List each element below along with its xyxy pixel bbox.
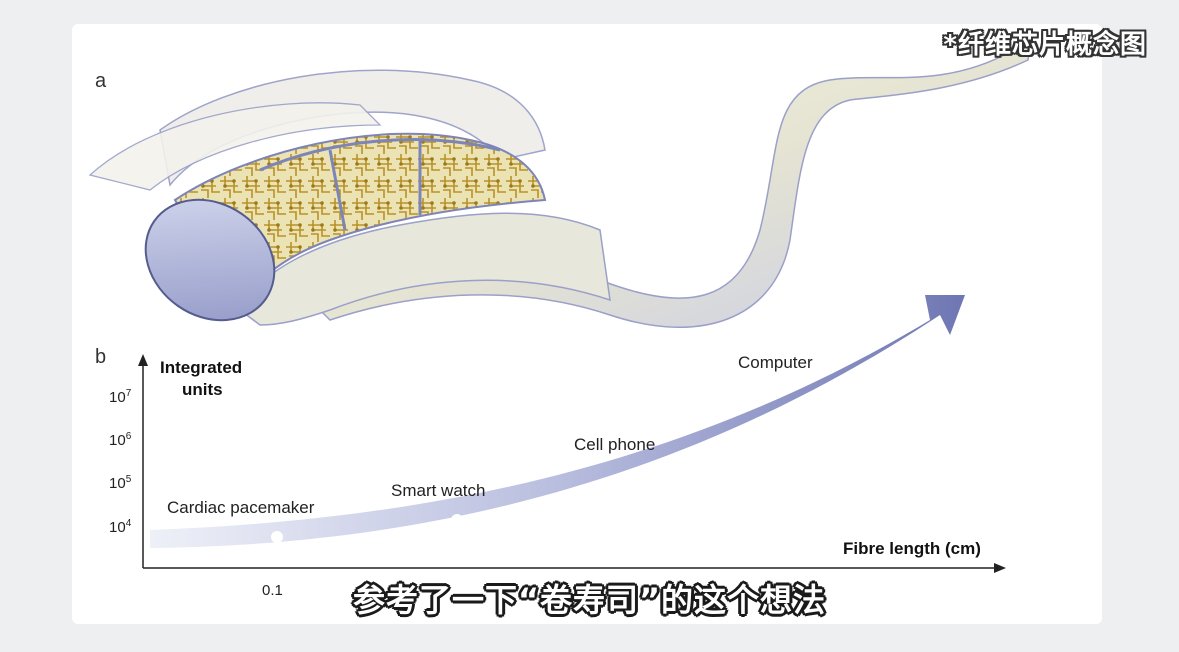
label-computer: Computer <box>738 353 813 372</box>
label-cell-phone: Cell phone <box>574 435 656 454</box>
y-axis-arrowhead <box>138 354 148 366</box>
label-cardiac-pacemaker: Cardiac pacemaker <box>167 498 315 517</box>
point-cell-phone <box>652 470 664 482</box>
fibre-outer-layer-2 <box>88 102 382 191</box>
y-axis-title-line-1: Integrated <box>160 358 243 377</box>
panel-b-label: b <box>95 346 107 368</box>
y-tick-10-5: 105 <box>109 474 132 492</box>
watermark-text: VERSITY <box>200 72 263 87</box>
y-axis-title-line-2: units <box>182 380 223 399</box>
point-cardiac-pacemaker <box>271 531 283 543</box>
point-smart-watch <box>451 514 463 526</box>
point-computer <box>835 383 847 395</box>
fibre-end-cap <box>144 198 276 322</box>
fibre-sheath <box>239 212 611 326</box>
y-tick-10-6: 106 <box>109 431 132 449</box>
y-axis-title: Integrated units <box>160 357 242 401</box>
y-tick-10-7: 107 <box>109 388 132 406</box>
top-caption: *纤维芯片概念图 <box>943 30 1147 60</box>
x-tick-0-1: 0.1 <box>262 582 283 599</box>
label-smart-watch: Smart watch <box>391 481 486 500</box>
x-axis-arrowhead <box>994 563 1006 573</box>
x-axis-title: Fibre length (cm) <box>843 539 981 558</box>
video-subtitle: 参考了一下“卷寿司”的这个想法 <box>352 581 827 619</box>
y-tick-10-4: 104 <box>109 518 132 536</box>
panel-a-label: a <box>95 70 107 92</box>
fibre-tail <box>298 44 1031 328</box>
